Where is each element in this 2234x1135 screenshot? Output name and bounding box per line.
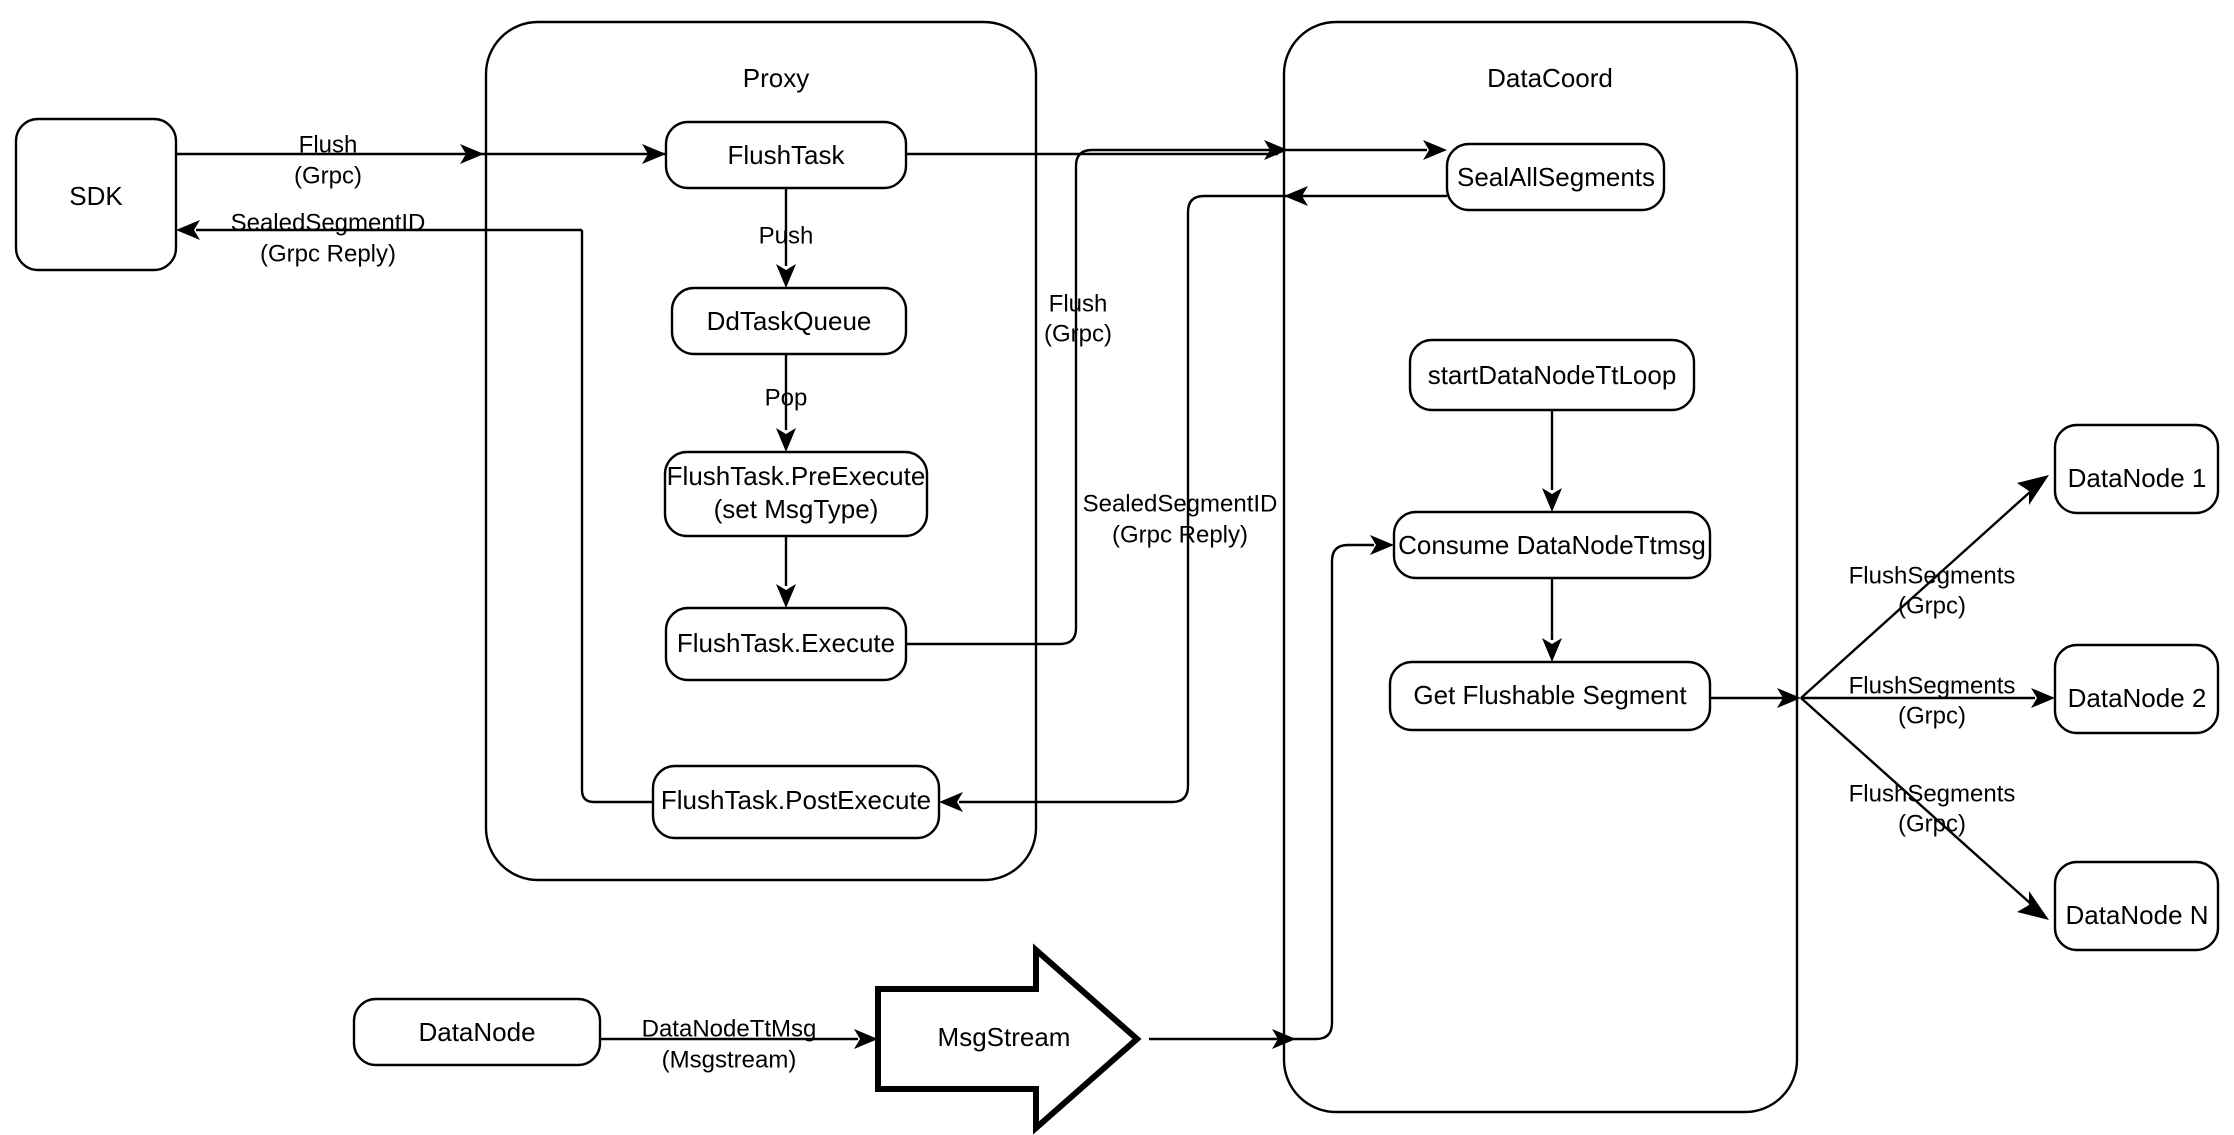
edge-preexecute-to-execute-arrowhead bbox=[776, 584, 796, 608]
edge-junction-to-datanode1 bbox=[1800, 491, 2031, 699]
edge-label-flush-grpc2-line1: Flush bbox=[1049, 290, 1108, 317]
edge-push-arrowhead bbox=[776, 264, 796, 288]
node-start-datanode-tt-loop-label: startDataNodeTtLoop bbox=[1428, 360, 1677, 390]
node-datanode-2[interactable] bbox=[2053, 643, 2220, 735]
edge-label-sealedsegmentid-line2: (Grpc Reply) bbox=[260, 240, 396, 267]
edge-label-push: Push bbox=[759, 222, 814, 249]
edge-msgstream-enter-datacoord-arrowhead bbox=[1272, 1029, 1296, 1049]
container-proxy bbox=[484, 20, 1038, 882]
edge-sealallsegments-to-postexecute-arrowhead-wall bbox=[1284, 186, 1308, 206]
edge-label-flushsegments-2-line1: FlushSegments bbox=[1849, 672, 2016, 699]
node-msgstream-arrow-shape[interactable] bbox=[875, 943, 1142, 1135]
node-flushtask-execute-label: FlushTask.Execute bbox=[677, 628, 895, 658]
node-get-flushable-segment[interactable] bbox=[1388, 660, 1712, 732]
node-datanode-2-label: DataNode 2 bbox=[2068, 683, 2207, 713]
node-flushtask-preexecute[interactable] bbox=[663, 450, 929, 538]
node-datanode-n[interactable] bbox=[2053, 860, 2220, 952]
edge-label-flushsegments-n-line2: (Grpc) bbox=[1898, 810, 1966, 837]
edge-junction-to-datanode1-arrowhead bbox=[2017, 475, 2049, 505]
edge-consume-to-getflushable-arrowhead bbox=[1542, 638, 1562, 662]
node-datanode-source-label: DataNode bbox=[418, 1017, 535, 1047]
node-datanode-source[interactable] bbox=[352, 997, 602, 1067]
edge-msgstream-to-consume-arrowhead bbox=[1370, 535, 1394, 555]
edge-datanode-to-msgstream-arrowhead bbox=[854, 1029, 878, 1049]
edge-pop-arrowhead bbox=[776, 428, 796, 452]
edge-label-flushsegments-2-line2: (Grpc) bbox=[1898, 702, 1966, 729]
edge-label-flush-grpc2-line2: (Grpc) bbox=[1044, 320, 1112, 347]
container-proxy-title: Proxy bbox=[743, 63, 809, 93]
edge-label-sealedsegmentid2-line1: SealedSegmentID bbox=[1083, 490, 1278, 517]
edge-execute-to-sealallsegments-arrowhead bbox=[1423, 140, 1447, 160]
edge-proxy-to-sdk-arrowhead bbox=[176, 220, 200, 240]
edge-label-flushsegments-1-line2: (Grpc) bbox=[1898, 592, 1966, 619]
node-datanode-1-label: DataNode 1 bbox=[2068, 463, 2207, 493]
node-msgstream-label: MsgStream bbox=[938, 1022, 1071, 1052]
edge-msgstream-to-consume bbox=[1149, 543, 1374, 1041]
edge-label-sealedsegmentid2-line2: (Grpc Reply) bbox=[1112, 521, 1248, 548]
edge-label-sealedsegmentid-line1: SealedSegmentID bbox=[231, 209, 426, 236]
edge-label-datanode-ttmsg-line1: DataNodeTtMsg bbox=[642, 1015, 817, 1042]
edge-junction-to-datanoden-arrowhead bbox=[2017, 891, 2049, 920]
edge-label-flush-grpc-line1: Flush bbox=[299, 131, 358, 158]
edge-sdk-to-proxy-flush-arrowhead bbox=[642, 144, 666, 164]
edge-sdk-to-proxy-flush-arrowhead-mid bbox=[460, 144, 484, 164]
edge-label-flushsegments-1-line1: FlushSegments bbox=[1849, 562, 2016, 589]
node-flushtask-preexecute-label-line2: (set MsgType) bbox=[714, 494, 879, 524]
node-seal-all-segments-label: SealAllSegments bbox=[1457, 162, 1655, 192]
node-get-flushable-segment-label: Get Flushable Segment bbox=[1413, 680, 1687, 710]
node-sdk-label: SDK bbox=[69, 181, 123, 211]
edge-label-datanode-ttmsg-line2: (Msgstream) bbox=[662, 1046, 797, 1073]
edge-sealallsegments-to-postexecute bbox=[959, 194, 1447, 804]
node-seal-all-segments[interactable] bbox=[1445, 142, 1666, 212]
node-consume-datanode-ttmsg-label: Consume DataNodeTtmsg bbox=[1398, 530, 1706, 560]
edge-getflushable-to-junction-arrowhead bbox=[1777, 688, 1801, 708]
node-flushtask-postexecute-label: FlushTask.PostExecute bbox=[661, 785, 931, 815]
node-datanode-1[interactable] bbox=[2053, 423, 2220, 515]
container-datacoord bbox=[1282, 20, 1799, 1114]
edge-proxy-to-sdk-sealedsegmentid bbox=[580, 230, 653, 804]
edge-label-flush-grpc-line2: (Grpc) bbox=[294, 162, 362, 189]
edge-execute-to-sealallsegments-arrowhead-wall bbox=[1264, 140, 1288, 160]
container-datacoord-title: DataCoord bbox=[1487, 63, 1613, 93]
edge-sealallsegments-to-postexecute-arrowhead bbox=[939, 792, 963, 812]
node-datanode-n-label: DataNode N bbox=[2065, 900, 2208, 930]
node-sdk[interactable] bbox=[14, 117, 178, 272]
edge-ttloop-to-consume-arrowhead bbox=[1542, 488, 1562, 512]
node-flush-task-label: FlushTask bbox=[727, 140, 845, 170]
edge-label-pop: Pop bbox=[765, 384, 808, 411]
edge-label-flushsegments-n-line1: FlushSegments bbox=[1849, 780, 2016, 807]
node-flushtask-preexecute-label-line1: FlushTask.PreExecute bbox=[667, 461, 926, 491]
edge-execute-to-sealallsegments bbox=[906, 148, 1427, 646]
edge-junction-to-datanode2-arrowhead bbox=[2031, 688, 2055, 708]
edge-junction-to-datanoden bbox=[1800, 697, 2031, 904]
node-dd-task-queue[interactable] bbox=[670, 286, 908, 356]
node-dd-task-queue-label: DdTaskQueue bbox=[707, 306, 872, 336]
